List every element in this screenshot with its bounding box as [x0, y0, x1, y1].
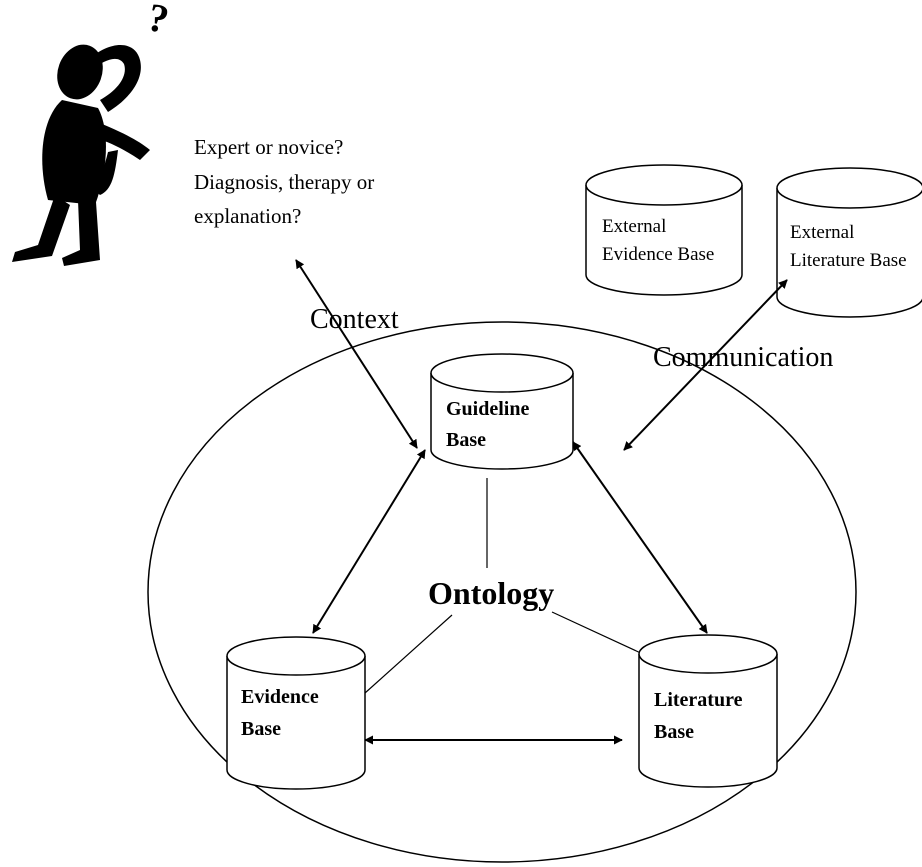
evidence-ontology-link [364, 614, 453, 694]
guideline-literature-arrow [572, 441, 708, 634]
system-boundary-ellipse [147, 321, 857, 863]
question-line-2: Diagnosis, therapy or [194, 170, 374, 194]
context-arrow [295, 259, 418, 449]
communication-label: Communication [653, 342, 833, 373]
guideline-base-cylinder: Guideline Base [430, 353, 574, 470]
external-literature-base-cylinder: External Literature Base [776, 167, 922, 318]
literature-base-label-1: Literature [654, 689, 743, 711]
literature-ontology-link [551, 611, 646, 656]
ontology-label: Ontology [428, 575, 554, 611]
thinking-person-icon: ? [12, 0, 173, 266]
external-evidence-base-cylinder: External Evidence Base [585, 164, 743, 296]
context-label: Context [310, 304, 399, 335]
guideline-base-label-2: Base [446, 429, 486, 451]
communication-arrow [623, 279, 788, 451]
literature-base-cylinder: Literature Base [638, 634, 778, 788]
question-line-1: Expert or novice? [194, 135, 343, 159]
evidence-base-label-1: Evidence [241, 686, 319, 708]
question-line-3: explanation? [194, 204, 301, 228]
evidence-base-cylinder: Evidence Base [226, 636, 366, 790]
external-evidence-label-2: Evidence Base [602, 244, 714, 265]
guideline-evidence-arrow [312, 449, 426, 634]
guideline-base-label-1: Guideline [446, 398, 529, 420]
literature-base-label-2: Base [654, 721, 694, 743]
evidence-base-label-2: Base [241, 718, 281, 740]
external-literature-label-1: External [790, 222, 854, 243]
external-evidence-label-1: External [602, 216, 666, 237]
question-mark: ? [144, 0, 173, 42]
external-literature-label-2: Literature Base [790, 250, 907, 271]
